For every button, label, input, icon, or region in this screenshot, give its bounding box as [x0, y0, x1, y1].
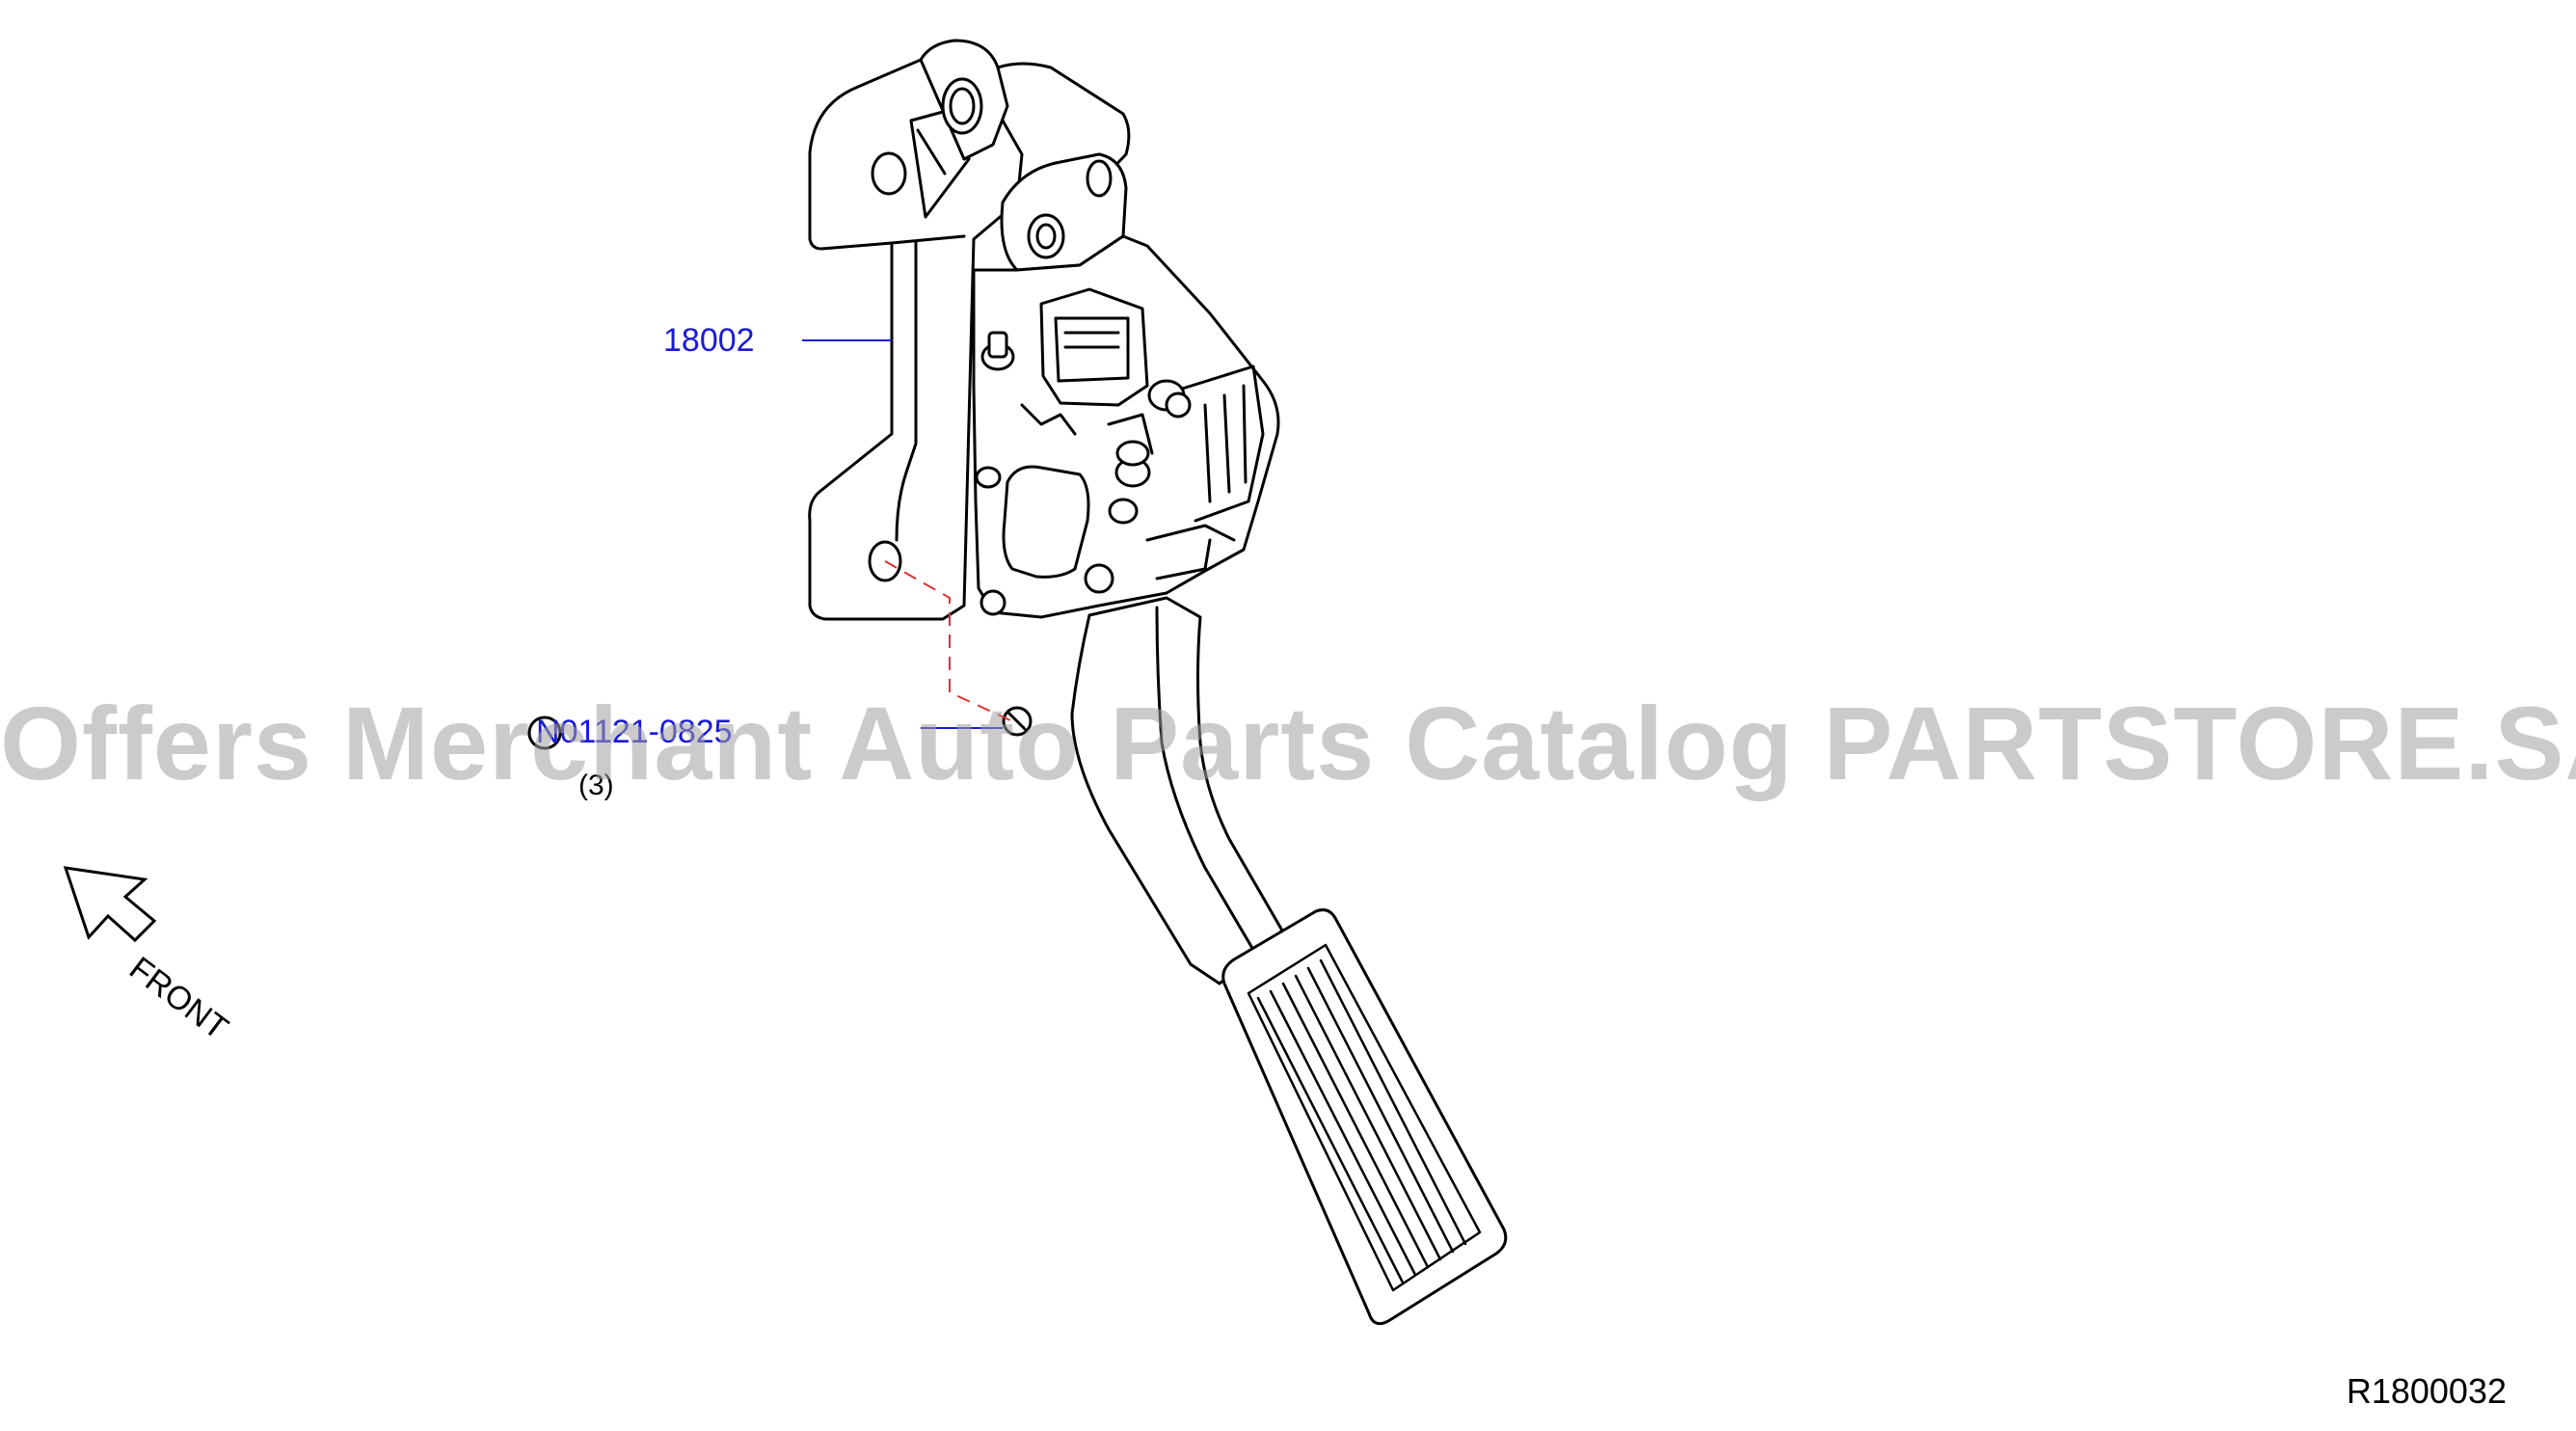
bolt-quantity: (3)	[578, 770, 614, 801]
reference-code: R1800032	[2346, 1371, 2507, 1411]
watermark: Offers Merchant Auto Parts Catalog PARTS…	[0, 685, 2576, 801]
pedal-pad	[1221, 908, 1508, 1326]
pedal-sensor-housing	[972, 234, 1280, 619]
callout-bolt-bullet: N	[536, 714, 560, 750]
callout-bolt[interactable]: N01121-0825	[536, 716, 733, 748]
bolt-marker-icon	[527, 716, 562, 750]
dashed-assembly-line	[884, 560, 1013, 722]
bolt-icon	[1002, 706, 1033, 737]
front-arrow-icon	[63, 866, 157, 943]
upper-boss	[919, 39, 1131, 209]
side-boss	[1000, 152, 1128, 272]
callout-bolt-number: 01121-0825	[559, 714, 733, 750]
callout-18002[interactable]: 18002	[663, 322, 755, 359]
